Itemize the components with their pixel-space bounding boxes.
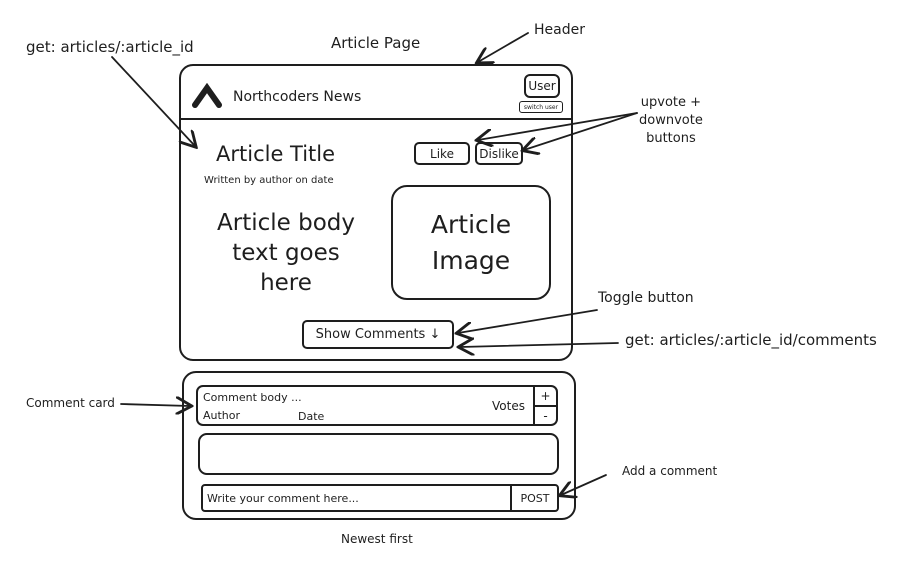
user-button[interactable]: User [524, 74, 560, 98]
comment-author: Author [203, 409, 241, 422]
add-comment-annotation: Add a comment [622, 464, 718, 478]
comment-input-box [201, 484, 559, 512]
comment-body: Comment body ... [203, 391, 302, 404]
switch-user-button[interactable]: switch user [519, 101, 563, 113]
logo-icon [192, 83, 222, 108]
like-button[interactable]: Like [414, 142, 470, 165]
header-divider [180, 118, 572, 120]
get-article-annotation: get: articles/:article_id [26, 38, 194, 56]
arrow-toggle [458, 309, 598, 333]
page-title-annotation: Article Page [331, 34, 421, 52]
downvote-comment-button[interactable]: - [543, 408, 548, 423]
article-body-line-2: text goes [232, 240, 340, 266]
comment-card [196, 385, 558, 426]
comment-date: Date [298, 410, 325, 423]
brand-name: Northcoders News [233, 89, 362, 105]
article-body-line-3: here [260, 270, 312, 296]
comment-votes: Votes [492, 399, 525, 413]
arrow-header [478, 32, 529, 62]
vote-annotation-line-1: upvote + [640, 95, 702, 110]
show-comments-button[interactable]: Show Comments ↓ [302, 320, 454, 349]
article-body-line-1: Article body [217, 210, 355, 236]
comments-frame [182, 371, 576, 520]
arrow-get-comments [460, 343, 619, 347]
header-annotation: Header [534, 22, 585, 38]
dislike-button[interactable]: Dislike [475, 142, 523, 165]
vote-split [533, 405, 557, 407]
article-title: Article Title [216, 142, 336, 166]
post-divider [510, 485, 512, 511]
comment-card-empty [198, 433, 559, 475]
vote-buttons-annotation: upvote + downvote buttons [639, 94, 703, 148]
arrow-get-article [111, 56, 195, 146]
article-body: Article body text goes here [196, 208, 376, 298]
comment-input[interactable]: Write your comment here... [207, 492, 359, 505]
article-image: Article Image [391, 185, 551, 300]
arrow-comment-card [120, 404, 190, 406]
toggle-button-annotation: Toggle button [598, 290, 694, 306]
article-image-line-2: Image [431, 245, 511, 275]
arrow-add-comment [561, 474, 607, 495]
get-comments-annotation: get: articles/:article_id/comments [625, 331, 877, 349]
vote-annotation-line-3: buttons [646, 131, 696, 146]
article-byline: Written by author on date [204, 175, 334, 186]
comment-card-annotation: Comment card [26, 396, 115, 410]
vote-annotation-line-2: downvote [639, 113, 703, 128]
upvote-comment-button[interactable]: + [540, 388, 551, 403]
article-page-frame [179, 64, 573, 361]
arrow-downvote [524, 112, 638, 150]
article-image-line-1: Article [430, 209, 512, 239]
arrow-upvote [478, 112, 638, 140]
post-button[interactable]: POST [520, 491, 550, 505]
newest-first-annotation: Newest first [341, 532, 413, 546]
